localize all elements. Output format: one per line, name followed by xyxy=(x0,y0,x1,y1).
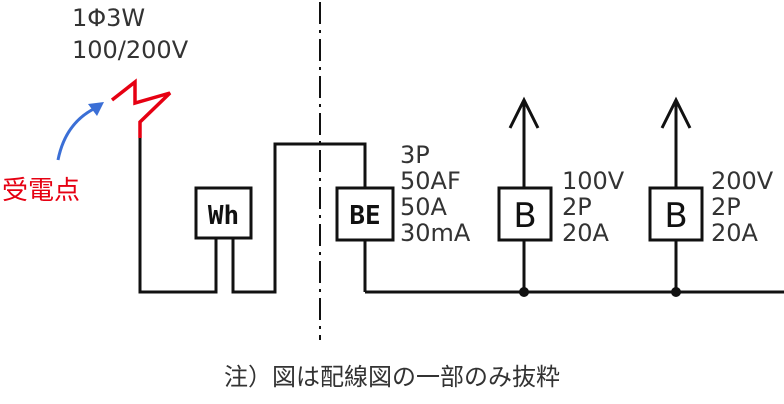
supply-wire xyxy=(138,138,218,294)
meter-label: Wh xyxy=(208,201,239,231)
branch-breaker-1-box xyxy=(497,186,553,242)
branch-breaker-2-spec: 200V xyxy=(711,167,774,195)
branch-breaker-1-label: B xyxy=(513,196,536,236)
branch-breaker-2-label: B xyxy=(664,196,687,236)
branch-breaker-2-spec: 20A xyxy=(711,219,759,247)
receiving-point-symbol xyxy=(110,78,172,138)
branch-breaker-1-spec: 100V xyxy=(562,167,625,195)
pointer-arrowhead xyxy=(88,102,104,116)
main-breaker-spec: 3P xyxy=(400,141,430,169)
pointer-arrow xyxy=(56,104,101,161)
main-breaker-spec: 30mA xyxy=(400,219,471,247)
supply-voltage: 100/200V xyxy=(72,36,189,64)
main-breaker-spec: 50A xyxy=(400,193,448,221)
branch-1-arrow-icon xyxy=(508,96,540,129)
supply-phase: 1Φ3W xyxy=(72,4,145,32)
branch-breaker-2-spec: 2P xyxy=(711,193,741,221)
meter-box xyxy=(194,186,253,240)
receiving-point-label: 受電点 xyxy=(2,176,80,206)
branch-breaker-2-box xyxy=(648,186,704,242)
footnote: 注）図は配線図の一部のみ抜粋 xyxy=(224,363,560,391)
branch-breaker-1-spec: 2P xyxy=(562,193,592,221)
main-breaker-spec: 50AF xyxy=(400,167,461,195)
branch-2-arrow-icon xyxy=(660,96,692,129)
branch-breaker-1-spec: 20A xyxy=(562,219,610,247)
main-breaker-label: BE xyxy=(349,201,380,231)
meter-output-wire xyxy=(231,142,367,294)
